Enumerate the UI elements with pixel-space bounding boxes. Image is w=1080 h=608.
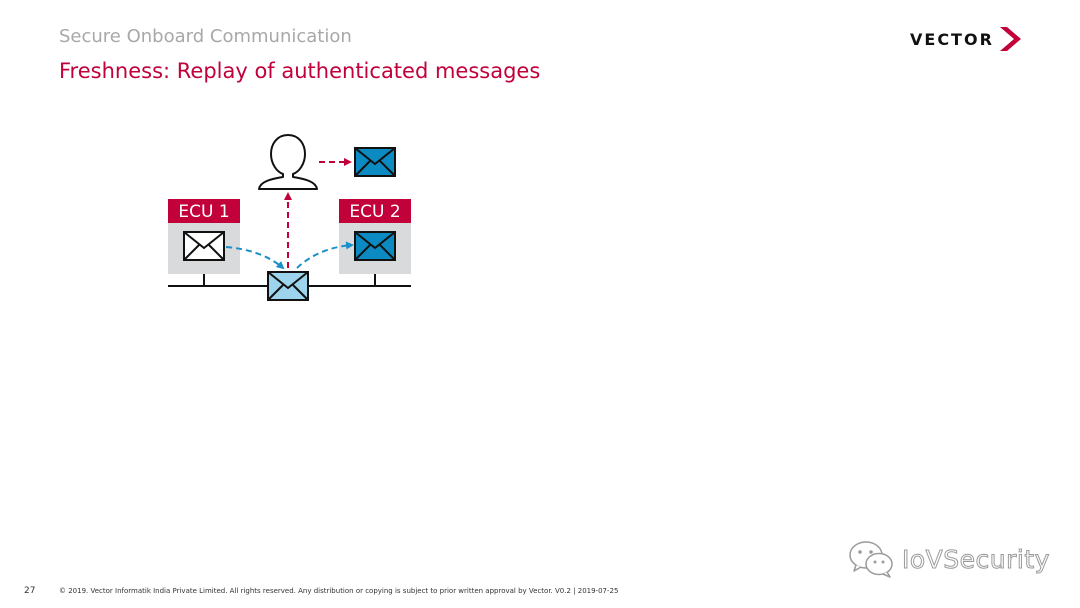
ecu1-node: ECU 1 bbox=[168, 199, 240, 274]
replayed-message-envelope-icon bbox=[354, 147, 396, 177]
slide-title: Freshness: Replay of authenticated messa… bbox=[59, 59, 541, 83]
ecu2-envelope-icon bbox=[354, 231, 396, 261]
ecu1-envelope-icon bbox=[183, 231, 225, 261]
ecu2-label: ECU 2 bbox=[349, 202, 400, 222]
ecu1-header bbox=[168, 199, 240, 223]
logo-chevron-icon bbox=[999, 27, 1021, 51]
attacker-user-icon bbox=[258, 134, 318, 190]
logo-text: VECTOR bbox=[910, 29, 994, 49]
page-number: 27 bbox=[24, 586, 36, 596]
send-path-bus-to-ecu2 bbox=[296, 241, 354, 269]
copyright-footer: © 2019. Vector Informatik India Private … bbox=[59, 587, 619, 595]
ecu2-header bbox=[339, 199, 411, 223]
watermark-text: IoVSecurity bbox=[902, 544, 1050, 574]
watermark: IoVSecurity bbox=[848, 539, 1050, 579]
vector-logo: VECTOR bbox=[910, 26, 1022, 52]
send-path-ecu1-to-bus bbox=[225, 246, 285, 270]
bus-message-envelope-icon bbox=[267, 271, 309, 301]
ecu1-label: ECU 1 bbox=[178, 202, 229, 222]
ecu2-node: ECU 2 bbox=[339, 199, 411, 274]
wechat-icon bbox=[849, 541, 893, 578]
presentation-subtitle: Secure Onboard Communication bbox=[59, 26, 352, 47]
